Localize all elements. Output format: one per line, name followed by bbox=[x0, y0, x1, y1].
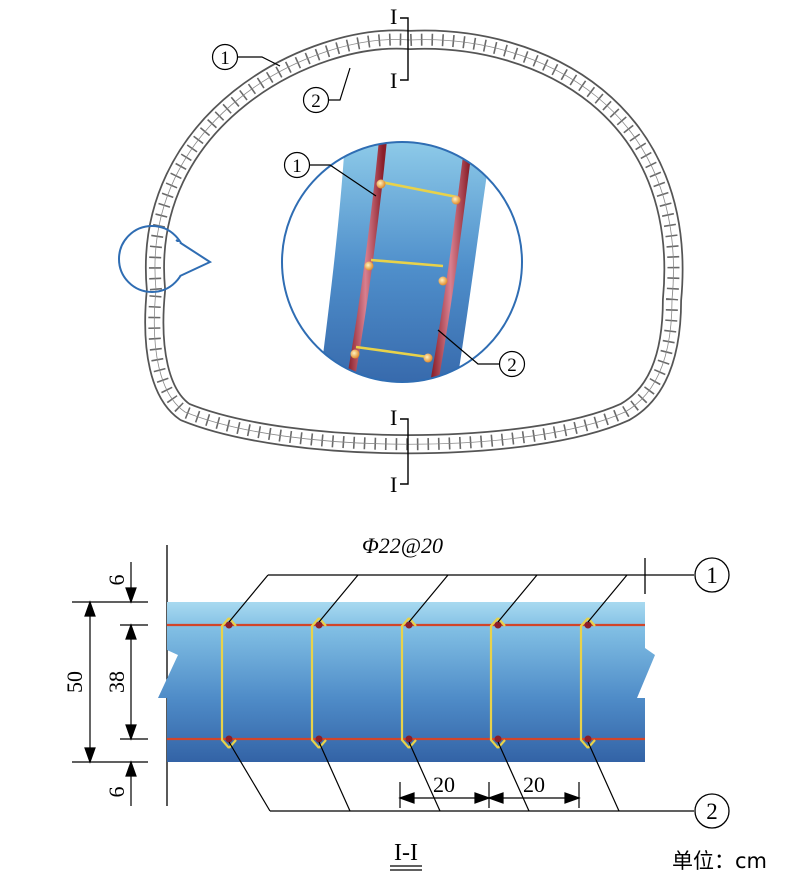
zoom-inner-bar bbox=[428, 142, 473, 382]
svg-text:2: 2 bbox=[706, 799, 718, 824]
vertical-dimensions bbox=[72, 562, 148, 806]
callout-inner-steel: 2 bbox=[302, 67, 351, 114]
svg-text:1: 1 bbox=[220, 48, 230, 69]
unit-label: 单位：cm bbox=[672, 849, 767, 873]
svg-text:2: 2 bbox=[311, 91, 321, 112]
zoom-stirrups bbox=[355, 180, 458, 359]
callout-section-outer: 1 bbox=[694, 557, 730, 593]
dim-spacing-1: 20 bbox=[433, 772, 455, 797]
detail-marker bbox=[118, 225, 213, 293]
zoom-detail bbox=[281, 141, 523, 383]
rebar-spec-label: Φ22@20 bbox=[362, 533, 443, 558]
callout-section-inner: 2 bbox=[694, 793, 730, 829]
section-cut-bottom: I I bbox=[390, 405, 409, 497]
lining-outer-edge bbox=[153, 39, 674, 445]
stirrups bbox=[220, 617, 596, 749]
zoom-bar-dots bbox=[350, 179, 461, 363]
svg-text:1: 1 bbox=[706, 563, 718, 588]
dim-total: 50 bbox=[62, 671, 87, 693]
dim-core: 38 bbox=[104, 671, 129, 693]
section-mark-bottom-lower: I bbox=[390, 472, 397, 497]
leaders-outer bbox=[228, 574, 694, 623]
section-slab bbox=[158, 602, 655, 762]
callout-zoom-inner: 2 bbox=[437, 329, 526, 378]
svg-text:2: 2 bbox=[507, 355, 517, 376]
dim-cover-bottom: 6 bbox=[104, 787, 129, 798]
section-mark-top-upper: I bbox=[390, 4, 397, 29]
horizontal-dimensions bbox=[398, 782, 581, 808]
svg-text:1: 1 bbox=[292, 156, 302, 177]
section-mark-bottom-upper: I bbox=[390, 405, 397, 430]
section-title: I-I bbox=[394, 840, 418, 866]
section-cut-top: I I bbox=[390, 4, 409, 93]
bar-dots bbox=[225, 621, 592, 743]
dim-spacing-2: 20 bbox=[523, 772, 545, 797]
section-view: Φ22@20 bbox=[62, 533, 767, 873]
tunnel-lining bbox=[144, 29, 684, 455]
leaders-inner bbox=[228, 741, 694, 812]
callout-outer-steel: 1 bbox=[211, 43, 281, 71]
callout-zoom-outer: 1 bbox=[283, 151, 377, 197]
section-mark-top-lower: I bbox=[390, 68, 397, 93]
dim-cover-top: 6 bbox=[104, 575, 129, 586]
